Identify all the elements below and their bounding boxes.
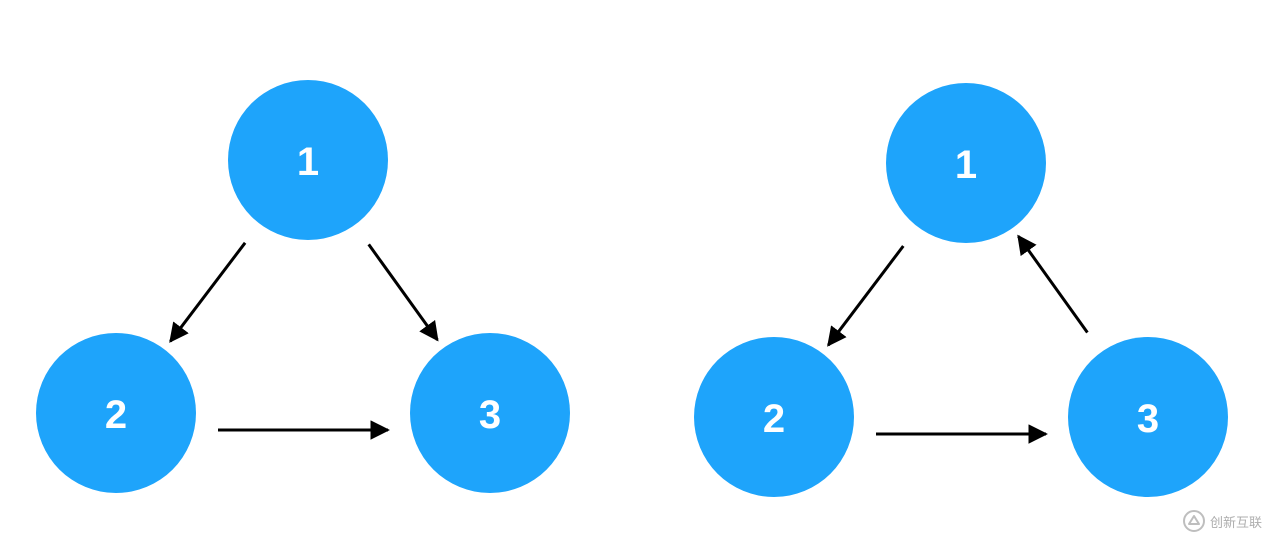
node-circle xyxy=(410,333,570,493)
node-right-1: 1 xyxy=(886,83,1046,243)
node-label: 3 xyxy=(479,393,501,437)
node-circle xyxy=(228,80,388,240)
diagram-right: 1 2 3 xyxy=(694,83,1228,497)
node-label: 1 xyxy=(297,140,319,184)
node-label: 3 xyxy=(1137,397,1159,441)
watermark: 创新互联 xyxy=(1182,506,1278,536)
node-circle xyxy=(36,333,196,493)
node-label: 1 xyxy=(955,143,977,187)
node-right-2: 2 xyxy=(694,337,854,497)
node-circle xyxy=(1068,337,1228,497)
edge-left-1-to-2 xyxy=(169,241,247,343)
node-circle xyxy=(694,337,854,497)
node-left-3: 3 xyxy=(410,333,570,493)
watermark-text: 创新互联 xyxy=(1210,515,1263,531)
node-label: 2 xyxy=(105,393,127,437)
edge-right-1-to-2 xyxy=(827,245,905,347)
node-left-2: 2 xyxy=(36,333,196,493)
node-label: 2 xyxy=(763,397,785,441)
edge-right-3-to-1 xyxy=(1017,234,1089,334)
node-circle xyxy=(886,83,1046,243)
diagram-left: 1 2 3 xyxy=(36,80,570,493)
brand-logo-icon xyxy=(1183,510,1205,532)
node-left-1: 1 xyxy=(228,80,388,240)
node-right-3: 3 xyxy=(1068,337,1228,497)
edge-left-1-to-3 xyxy=(367,243,439,342)
